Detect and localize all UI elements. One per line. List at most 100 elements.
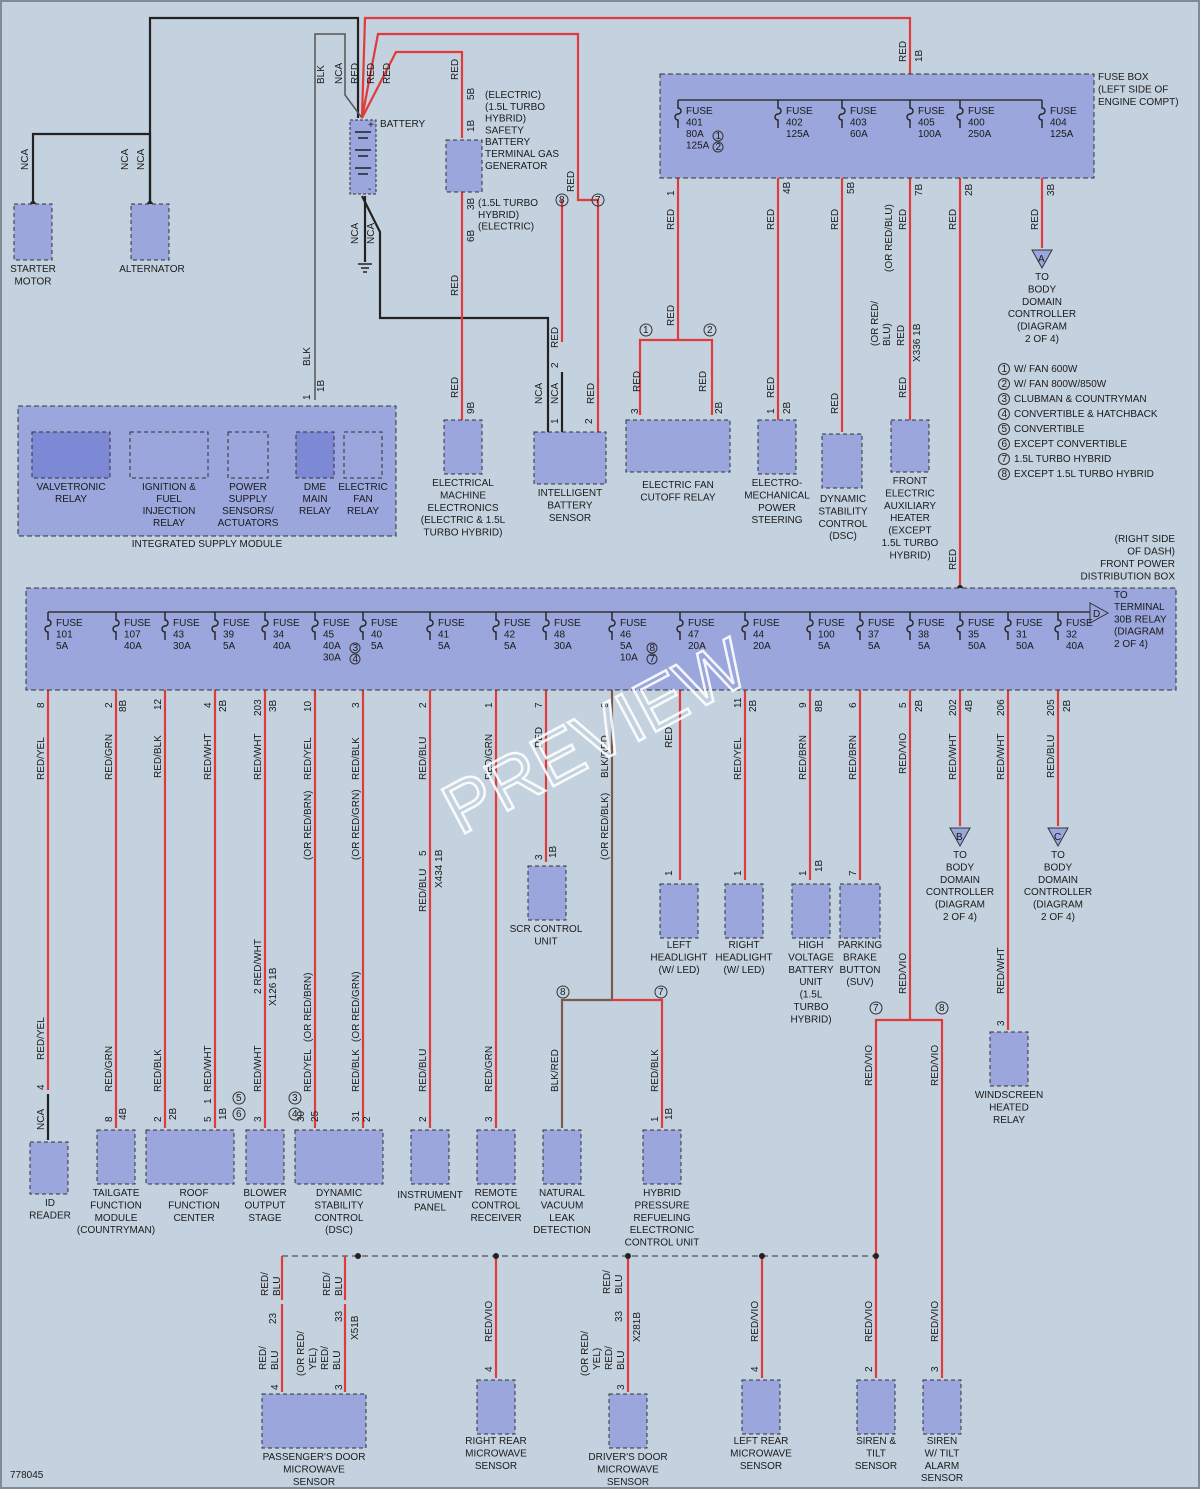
legend-circle xyxy=(998,468,1010,480)
svg-text:BLK/RED: BLK/RED xyxy=(600,735,611,778)
db-fuse-3-label-line: 39 xyxy=(223,630,235,641)
eme-box xyxy=(443,419,483,475)
db-fuse-3-label-line: 5A xyxy=(223,641,236,652)
legend-num: 1 xyxy=(1002,364,1008,375)
sbt-box xyxy=(445,139,483,193)
heater-label-line: (EXCEPT xyxy=(888,526,931,537)
ground-symbol xyxy=(358,263,372,273)
heater-box xyxy=(890,419,930,473)
svg-text:5: 5 xyxy=(418,850,429,856)
bdc-c-label-line: CONTROLLER xyxy=(1024,887,1092,898)
front-power-distribution-box xyxy=(25,587,1177,691)
wire-red-top xyxy=(360,16,912,119)
drv-door-label-line: SENSOR xyxy=(607,1477,649,1488)
legend-circle xyxy=(998,453,1010,465)
alternator-label: ALTERNATOR xyxy=(119,264,185,275)
isb-relay-label-1-line: INJECTION xyxy=(143,506,196,517)
svg-text:1: 1 xyxy=(550,418,561,424)
db-fuse-6-label-line: FUSE xyxy=(371,618,398,629)
svg-text:RED/WHT: RED/WHT xyxy=(253,733,264,780)
fb-fuse-4-label-line: FUSE xyxy=(968,106,995,117)
fb-fuse-2-label-line: 60A xyxy=(850,129,868,140)
pass-door-label-line: PASSENGER'S DOOR xyxy=(263,1452,366,1463)
svg-text:BLK/RED: BLK/RED xyxy=(550,1049,561,1092)
svg-text:BLU: BLU xyxy=(616,1351,627,1370)
sbt-label-line: TERMINAL GAS xyxy=(485,149,559,160)
db-fuse-2-label-line: 43 xyxy=(173,630,185,641)
svg-text:RED: RED xyxy=(666,305,677,326)
svg-text:RED/BLU: RED/BLU xyxy=(418,737,429,780)
wire-refuel xyxy=(612,998,664,1128)
svg-text:RED: RED xyxy=(898,41,909,62)
lr-micro-label-line: LEFT REAR xyxy=(734,1436,789,1447)
tailgate-label-line: TAILGATE xyxy=(93,1188,140,1199)
wire-red-sbt xyxy=(361,50,464,138)
db-fuse-10-note-circle xyxy=(646,653,658,665)
svg-text:RED/: RED/ xyxy=(602,1270,613,1294)
db-fuse-10-label-line: 46 xyxy=(620,630,632,641)
svg-text:RED: RED xyxy=(450,59,461,80)
svg-text:RED: RED xyxy=(566,171,577,192)
hv-battery-label-line: HIGH xyxy=(799,940,824,951)
svg-text:1: 1 xyxy=(484,702,495,708)
pass-door-label-line: SENSOR xyxy=(293,1477,335,1488)
legend-circle xyxy=(998,438,1010,450)
fb-fuse-0-label-line: FUSE xyxy=(686,106,713,117)
siren-alarm-label-line: SIREN xyxy=(927,1436,958,1447)
db-fuse-5 xyxy=(311,612,319,640)
svg-text:RED/BLK: RED/BLK xyxy=(351,737,362,780)
vacuum-label-line: DETECTION xyxy=(533,1225,591,1236)
battery-label: BATTERY xyxy=(380,119,426,130)
svg-text:RED/BLU: RED/BLU xyxy=(1046,735,1057,778)
svg-text:RED: RED xyxy=(450,377,461,398)
svg-text:RED/BLK: RED/BLK xyxy=(351,1049,362,1092)
svg-text:RED/VIO: RED/VIO xyxy=(484,1301,495,1342)
svg-text:(OR RED/GRN): (OR RED/GRN) xyxy=(351,789,362,860)
fb-fuse-4-label-line: 250A xyxy=(968,129,992,140)
svg-text:(OR RED/: (OR RED/ xyxy=(870,301,881,346)
svg-text:3: 3 xyxy=(630,408,641,414)
db-fuse-4-label-line: FUSE xyxy=(273,618,300,629)
legend-circle xyxy=(998,423,1010,435)
svg-text:X51B: X51B xyxy=(350,1315,361,1340)
lr-micro-box xyxy=(741,1379,781,1435)
roof-label-line: FUNCTION xyxy=(168,1200,220,1211)
svg-text:RED: RED xyxy=(1030,209,1041,230)
svg-text:1: 1 xyxy=(203,1098,214,1104)
db-fuse-14-label-line: FUSE xyxy=(868,618,895,629)
svg-text:7: 7 xyxy=(534,702,545,708)
svg-text:4: 4 xyxy=(203,702,214,708)
svg-text:RED/VIO: RED/VIO xyxy=(930,1045,941,1086)
db-fuse-14-label-line: 5A xyxy=(868,641,881,652)
bdc-c-label-line: (DIAGRAM xyxy=(1033,900,1083,911)
svg-text:1: 1 xyxy=(643,325,649,336)
db-fuse-4 xyxy=(261,612,269,640)
svg-text:5: 5 xyxy=(203,1116,214,1122)
svg-text:RED/BRN: RED/BRN xyxy=(848,735,859,780)
svg-text:1B: 1B xyxy=(316,379,327,392)
left-headlight-label-line: LEFT xyxy=(667,940,691,951)
svg-text:1B: 1B xyxy=(914,49,925,62)
svg-text:YEL): YEL) xyxy=(592,1348,603,1370)
svg-text:8: 8 xyxy=(560,987,566,998)
parking-brake-label-line: BUTTON xyxy=(840,965,881,976)
svg-text:11: 11 xyxy=(733,697,744,708)
fb-fuse-1-label-line: 125A xyxy=(786,129,810,140)
right-headlight-label-line: HEADLIGHT xyxy=(715,952,772,963)
id-reader-label-line: ID xyxy=(45,1198,55,1209)
legend-circle xyxy=(998,378,1010,390)
fan-cutoff-label-line: CUTOFF RELAY xyxy=(640,492,716,503)
legend-num: 8 xyxy=(1002,469,1008,480)
id-reader-box xyxy=(29,1141,69,1195)
wire-fan-cutoff-1 xyxy=(638,178,680,415)
bdc-b-label-line: (DIAGRAM xyxy=(935,900,985,911)
